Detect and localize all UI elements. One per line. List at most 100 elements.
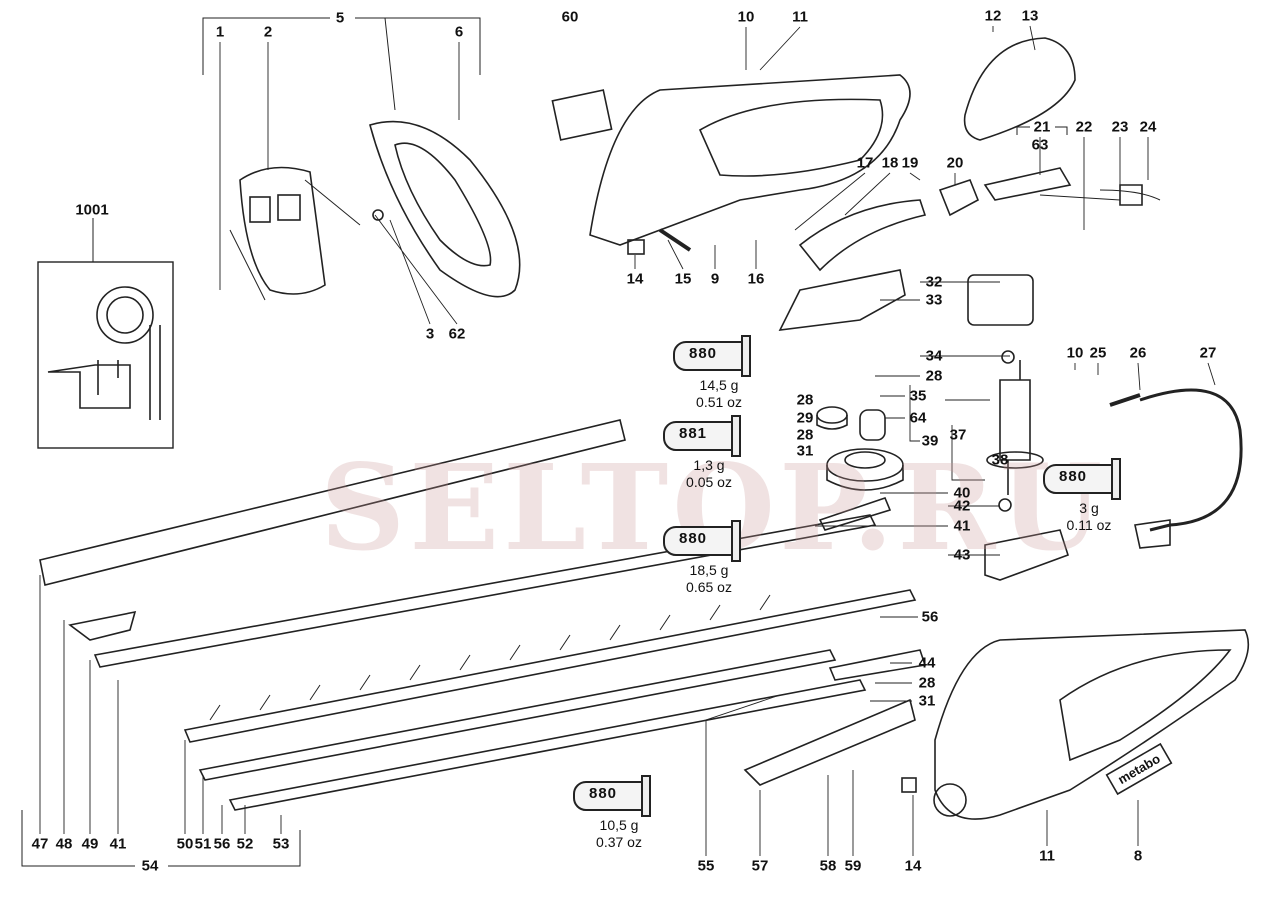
support-43	[984, 529, 1069, 581]
grease-oz: 0.51 oz	[696, 394, 742, 410]
wiring-inset	[37, 261, 174, 449]
part-label: 41	[953, 517, 971, 535]
part-label: 9	[710, 270, 720, 288]
part-label: 31	[918, 692, 936, 710]
part-label: 24	[1139, 118, 1157, 136]
part-label: 58	[819, 857, 837, 875]
part-label: 55	[697, 857, 715, 875]
part-label: 60	[561, 8, 579, 26]
tube-body-icon	[1043, 464, 1119, 494]
grease-code: 880	[589, 785, 618, 802]
tube-cap-icon	[731, 520, 741, 562]
part-label: 10	[1066, 344, 1084, 362]
grease-grams: 10,5 g	[599, 817, 639, 833]
tube-cap-icon	[1111, 458, 1121, 500]
armature-37	[999, 360, 1031, 495]
part-label: 54	[141, 857, 159, 875]
part-label: 50	[176, 835, 194, 853]
part-label: 28	[925, 367, 943, 385]
cutting-blade-51	[198, 649, 837, 781]
part-label: 20	[946, 154, 964, 172]
part-label: 16	[747, 270, 765, 288]
guide-rail-49	[93, 514, 877, 668]
part-label: 35	[909, 387, 927, 405]
grease-oz: 0.65 oz	[686, 579, 732, 595]
part-label: 48	[55, 835, 73, 853]
grease-grams: 18,5 g	[689, 562, 729, 578]
grease-oz: 0.37 oz	[596, 834, 642, 850]
front-guard-2	[239, 166, 326, 295]
bracket-5	[202, 17, 481, 111]
part-label: 29	[796, 409, 814, 427]
part-label: 28	[796, 391, 814, 409]
tube-body-icon	[663, 421, 739, 451]
grease-code: 880	[679, 530, 708, 547]
part-label: 17	[856, 154, 874, 172]
grease-grams: 3 g	[1079, 500, 1099, 516]
part-label: 64	[909, 409, 927, 427]
part-label: 23	[1111, 118, 1129, 136]
part-label: 14	[626, 270, 644, 288]
part-label: 44	[918, 654, 936, 672]
part-label: 39	[921, 432, 939, 450]
part-label: 15	[674, 270, 692, 288]
grease-oz: 0.11 oz	[1066, 517, 1112, 533]
part-label: 42	[953, 497, 971, 515]
part-label: 33	[925, 291, 943, 309]
housing-11	[934, 629, 1250, 820]
part-label: 51	[194, 835, 212, 853]
part-label: 47	[31, 835, 49, 853]
part-label: 53	[272, 835, 290, 853]
part-label: 40	[953, 484, 971, 502]
blade-strip-52	[228, 679, 867, 811]
motor-cover-13	[963, 37, 1076, 141]
part-label: 10	[737, 8, 755, 26]
part-label: 43	[953, 546, 971, 564]
part-label: 28	[796, 426, 814, 444]
part-label: 14	[904, 857, 922, 875]
tube-cap-icon	[731, 415, 741, 457]
cutting-blade-50	[183, 589, 917, 743]
housing-half-11	[589, 74, 911, 246]
part-label: 31	[796, 442, 814, 460]
tube-body-icon	[663, 526, 739, 556]
grease-oz: 0.05 oz	[686, 474, 732, 490]
part-label: 57	[751, 857, 769, 875]
tube-cap-icon	[641, 775, 651, 817]
part-label: 1	[215, 23, 225, 41]
part-label: 26	[1129, 344, 1147, 362]
part-label: 38	[991, 451, 1009, 469]
part-label: 59	[844, 857, 862, 875]
tube-body-icon	[573, 781, 649, 811]
part-label: 27	[1199, 344, 1217, 362]
part-label: 1001	[75, 201, 109, 219]
part-label: 8	[1133, 847, 1143, 865]
bracket-54	[21, 810, 301, 867]
power-cable-27	[1139, 388, 1243, 532]
part-label: 11	[792, 8, 808, 26]
part-label: 21	[1033, 118, 1051, 136]
part-label: 25	[1089, 344, 1107, 362]
part-label: 3	[425, 325, 435, 343]
label-60	[551, 89, 613, 141]
grease-code: 881	[679, 425, 708, 442]
part-label: 49	[81, 835, 99, 853]
grease-code: 880	[1059, 468, 1088, 485]
part-label: 19	[901, 154, 919, 172]
part-label: 2	[263, 23, 273, 41]
tube-cap-icon	[741, 335, 751, 377]
part-label: 56	[921, 608, 939, 626]
grease-grams: 14,5 g	[699, 377, 739, 393]
part-label: 37	[949, 426, 967, 444]
part-label: 41	[109, 835, 127, 853]
